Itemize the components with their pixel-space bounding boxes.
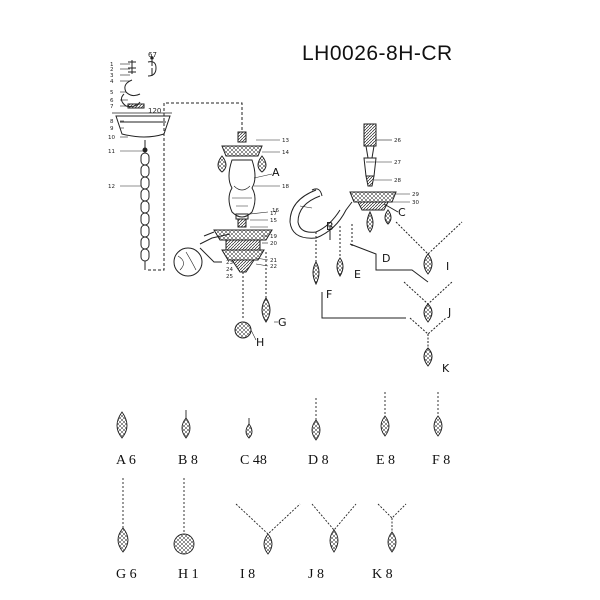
part-h-label: H 1 xyxy=(178,567,199,582)
callout-1: 1 xyxy=(110,62,114,68)
callout-24: 24 xyxy=(226,267,233,273)
letter-g: G xyxy=(278,316,287,329)
letter-f: F xyxy=(326,288,332,301)
letter-e: E xyxy=(354,268,361,281)
callout-19: 19 xyxy=(270,234,277,240)
part-b-label: B 8 xyxy=(178,453,198,468)
callout-16: 16 xyxy=(272,208,279,214)
callout-3: 3 xyxy=(110,73,114,79)
callout-17: 17 xyxy=(270,211,277,217)
callout-12: 12 xyxy=(108,184,115,190)
arm-assembly xyxy=(289,123,463,367)
letter-i: I xyxy=(446,260,449,273)
part-e-label: E 8 xyxy=(376,453,395,468)
part-k-swag-icon xyxy=(377,503,407,553)
callout-11: 11 xyxy=(108,149,115,155)
letter-j: J xyxy=(447,306,451,319)
callout-28: 28 xyxy=(394,178,401,184)
part-a-label: A 6 xyxy=(116,453,136,468)
part-j-label: J 8 xyxy=(308,567,324,582)
part-g-label: G 6 xyxy=(116,567,137,582)
part-k-label: K 8 xyxy=(372,567,393,582)
letter-b: B xyxy=(326,220,334,233)
letter-a: A xyxy=(272,166,280,179)
part-i-swag-icon xyxy=(235,503,301,555)
part-f-label: F 8 xyxy=(432,453,450,468)
letter-k: K xyxy=(442,362,450,375)
callout-9: 9 xyxy=(110,126,114,132)
callout-26: 26 xyxy=(394,138,401,144)
dimension-67: 67 xyxy=(148,51,157,59)
part-d-label: D 8 xyxy=(308,453,329,468)
callout-2: 2 xyxy=(110,67,114,73)
callout-29: 29 xyxy=(412,192,419,198)
callout-6: 6 xyxy=(110,98,114,104)
callout-8: 8 xyxy=(110,119,114,125)
letter-d: D xyxy=(382,252,390,265)
callout-4: 4 xyxy=(110,79,114,85)
parts-legend-icons xyxy=(116,392,443,555)
callout-10: 10 xyxy=(108,135,115,141)
part-c-crystal-icon xyxy=(245,423,253,439)
callout-14: 14 xyxy=(282,150,289,156)
part-h-ball-chain-icon xyxy=(173,478,195,555)
callout-18: 18 xyxy=(282,184,289,190)
central-body xyxy=(173,131,280,341)
dimension-120: 120 xyxy=(148,107,161,115)
letter-c: C xyxy=(398,206,406,219)
part-b-crystal-icon xyxy=(181,417,191,439)
callout-21: 21 xyxy=(270,258,277,264)
model-title: LH0026-8H-CR xyxy=(302,42,453,65)
callout-15: 15 xyxy=(270,218,277,224)
callout-30: 30 xyxy=(412,200,419,206)
callout-20: 20 xyxy=(270,241,277,247)
letter-h: H xyxy=(256,336,264,349)
part-c-label: C 48 xyxy=(240,453,267,468)
part-j-swag-icon xyxy=(311,503,357,553)
callout-13: 13 xyxy=(282,138,289,144)
callout-5: 5 xyxy=(110,90,114,96)
part-f-chain-icon xyxy=(433,392,443,437)
part-d-chain-icon xyxy=(311,398,321,441)
ceiling-assembly xyxy=(112,56,243,271)
part-a-crystal-icon xyxy=(116,411,128,439)
callout-25: 25 xyxy=(226,274,233,280)
callout-7: 7 xyxy=(110,104,114,110)
callout-27: 27 xyxy=(394,160,401,166)
part-i-label: I 8 xyxy=(240,567,255,582)
part-e-chain-icon xyxy=(380,392,390,437)
callout-23: 23 xyxy=(226,260,233,266)
callout-22: 22 xyxy=(270,264,277,270)
part-g-chain-icon xyxy=(117,478,129,553)
